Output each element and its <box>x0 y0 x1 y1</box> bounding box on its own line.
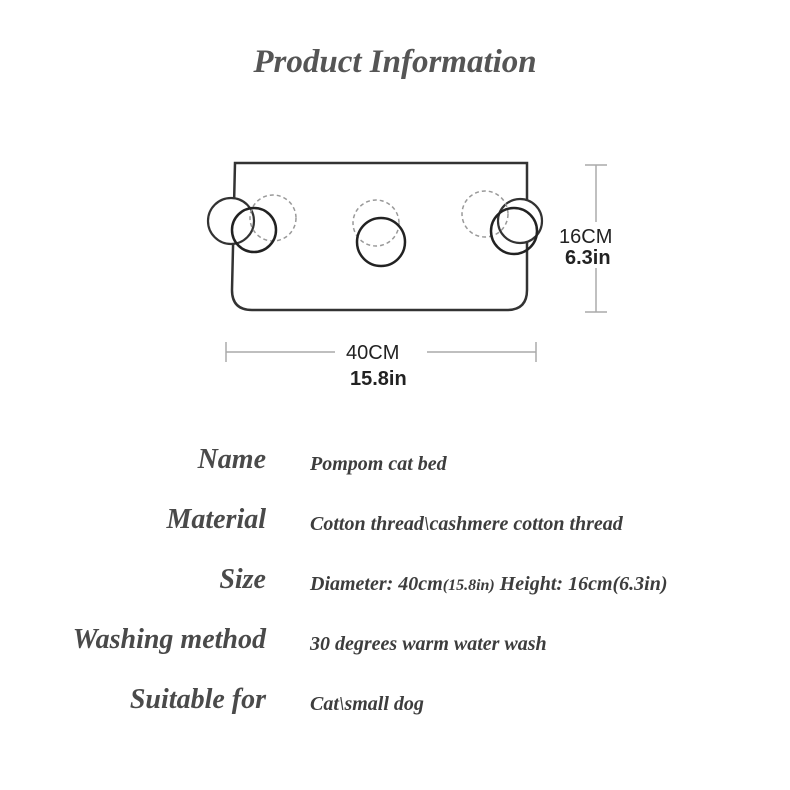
spec-material-value: Cotton thread\cashmere cotton thread <box>310 513 623 535</box>
page-title: Product Information <box>253 44 537 80</box>
height-in-label: 6.3in <box>565 247 611 269</box>
spec-name-value: Pompom cat bed <box>310 453 447 475</box>
pompom-center-dashed <box>352 199 400 247</box>
bed-outline <box>230 161 529 312</box>
spec-size-diameter: Diameter: 40cm <box>310 573 443 595</box>
spec-suitable-value: Cat\small dog <box>310 693 424 715</box>
pompom-right-dashed <box>461 190 509 238</box>
spec-size-value: Diameter: 40cm(15.8in) Height: 16cm(6.3i… <box>310 573 668 596</box>
spec-size-diameter-in: (15.8in) <box>442 577 495 594</box>
spec-suitable-label: Suitable for <box>129 684 266 715</box>
spec-washing-label: Washing method <box>72 624 266 655</box>
height-cm-label: 16CM <box>559 226 613 248</box>
width-in-label: 15.8in <box>350 368 407 390</box>
spec-name-label: Name <box>197 444 266 475</box>
spec-material-label: Material <box>166 504 266 535</box>
spec-washing-value: 30 degrees warm water wash <box>310 633 547 655</box>
pompom-right-outer <box>496 197 544 245</box>
spec-size-label: Size <box>219 564 266 595</box>
pompom-left-inner <box>230 206 278 254</box>
pompom-center <box>355 216 407 268</box>
pompom-left-outer <box>206 196 256 246</box>
width-cm-label: 40CM <box>346 342 400 364</box>
spec-size-height: Height: 16cm(6.3in) <box>494 573 668 595</box>
pompom-right-inner <box>489 206 539 256</box>
